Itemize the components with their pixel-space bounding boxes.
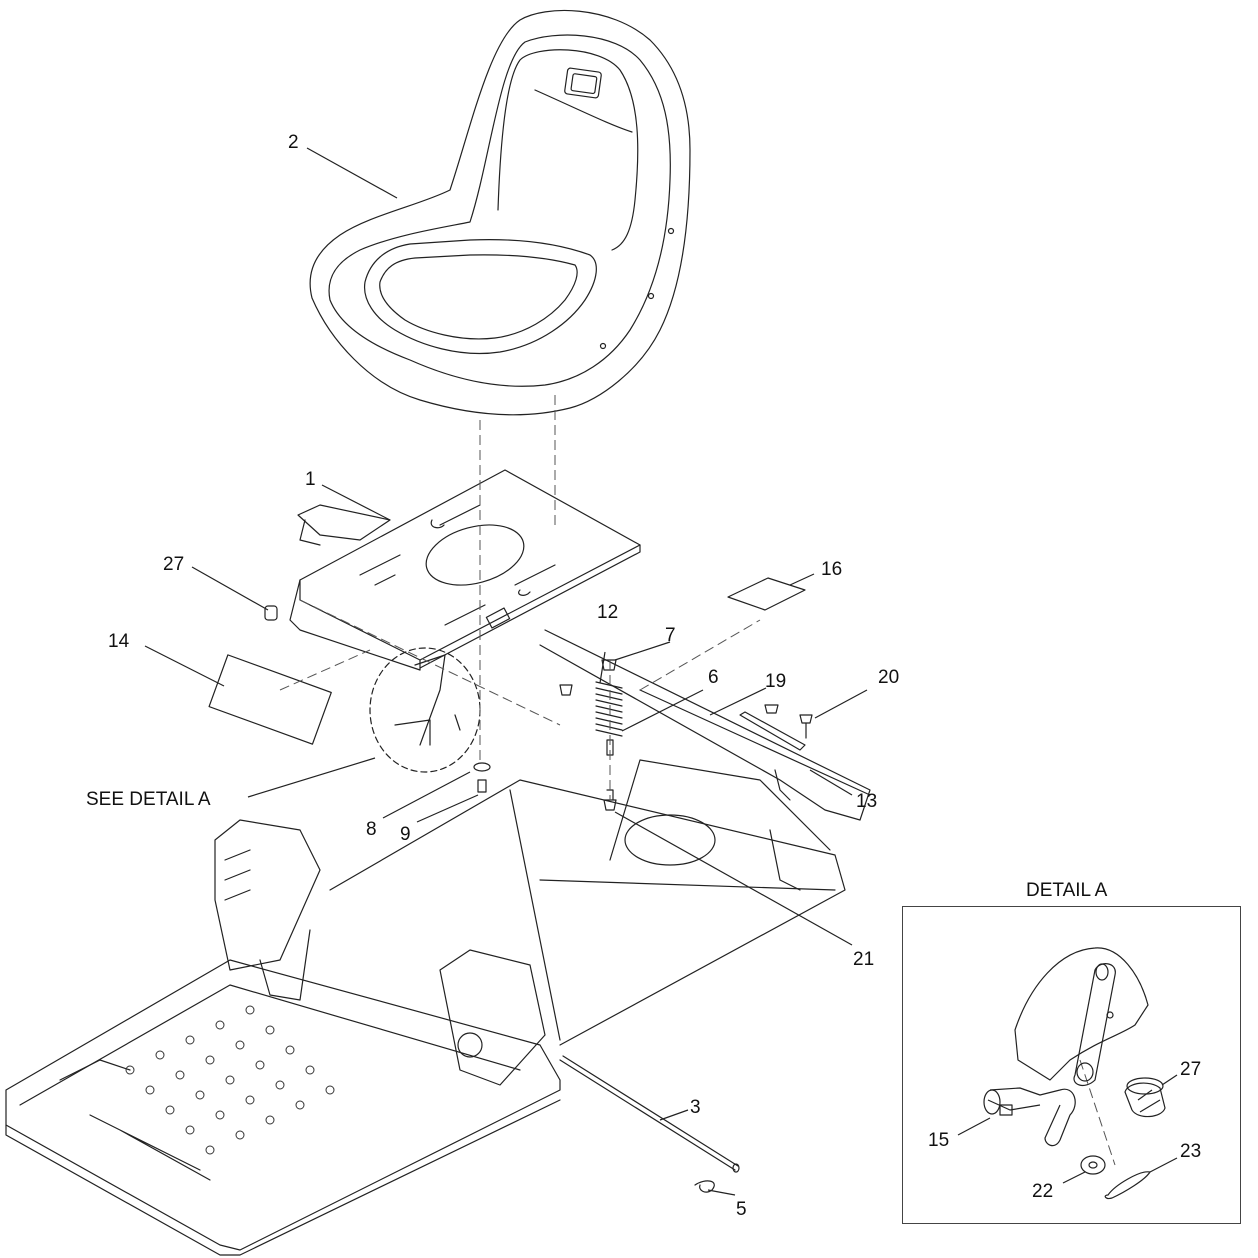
leader-line: [1062, 1171, 1086, 1184]
see-detail-label: SEE DETAIL A: [86, 789, 211, 810]
bushing-part: [264, 605, 278, 621]
leader-line: [659, 1109, 689, 1121]
leader-line: [621, 689, 704, 732]
detail-a-box: [902, 906, 1241, 1224]
leader-line: [416, 794, 479, 823]
callout-12: 12: [597, 602, 619, 623]
callout-2: 2: [288, 132, 299, 153]
seat-pan-part: [289, 469, 871, 821]
leader-line: [789, 573, 815, 586]
leader-line: [382, 771, 471, 819]
detail-a-circle: [369, 647, 481, 773]
detail-a-title: DETAIL A: [1026, 880, 1108, 901]
callout-9: 9: [400, 824, 411, 845]
leader-line: [144, 645, 225, 687]
rod-part: [559, 1055, 740, 1193]
callout-7: 7: [665, 625, 676, 646]
frame-part: [5, 759, 846, 1256]
callout-19: 19: [765, 671, 787, 692]
callout-3: 3: [690, 1097, 701, 1118]
callout-21: 21: [853, 949, 875, 970]
leader-line: [957, 1117, 991, 1136]
detail-callout-15: 15: [928, 1130, 950, 1151]
detail-callout-27: 27: [1180, 1059, 1202, 1080]
callout-1: 1: [305, 469, 316, 490]
detail-callout-23: 23: [1180, 1141, 1202, 1162]
detail-callout-22: 22: [1032, 1181, 1054, 1202]
leader-line: [707, 1189, 736, 1196]
leader-line: [709, 687, 767, 716]
leader-line: [191, 566, 269, 611]
callout-6: 6: [708, 667, 719, 688]
seat-part: [309, 9, 691, 416]
leader-line: [321, 484, 391, 521]
spring-part: [473, 659, 813, 811]
callout-27: 27: [163, 554, 185, 575]
leader-line: [809, 769, 853, 796]
callout-8: 8: [366, 819, 377, 840]
leader-line: [1161, 1074, 1178, 1086]
leader-line: [814, 689, 868, 719]
leader-line: [306, 147, 398, 199]
callout-14: 14: [108, 631, 130, 652]
leader-line: [599, 651, 606, 684]
decal-part: [208, 654, 332, 745]
detail-a-drawing: [983, 947, 1166, 1200]
callout-13: 13: [856, 791, 878, 812]
leader-line: [614, 811, 853, 946]
callout-20: 20: [878, 667, 900, 688]
leader-line: [247, 757, 376, 798]
callout-16: 16: [821, 559, 843, 580]
leader-line: [1149, 1157, 1178, 1173]
callout-5: 5: [736, 1199, 747, 1220]
leader-line: [614, 641, 671, 661]
decal-part: [727, 577, 806, 611]
